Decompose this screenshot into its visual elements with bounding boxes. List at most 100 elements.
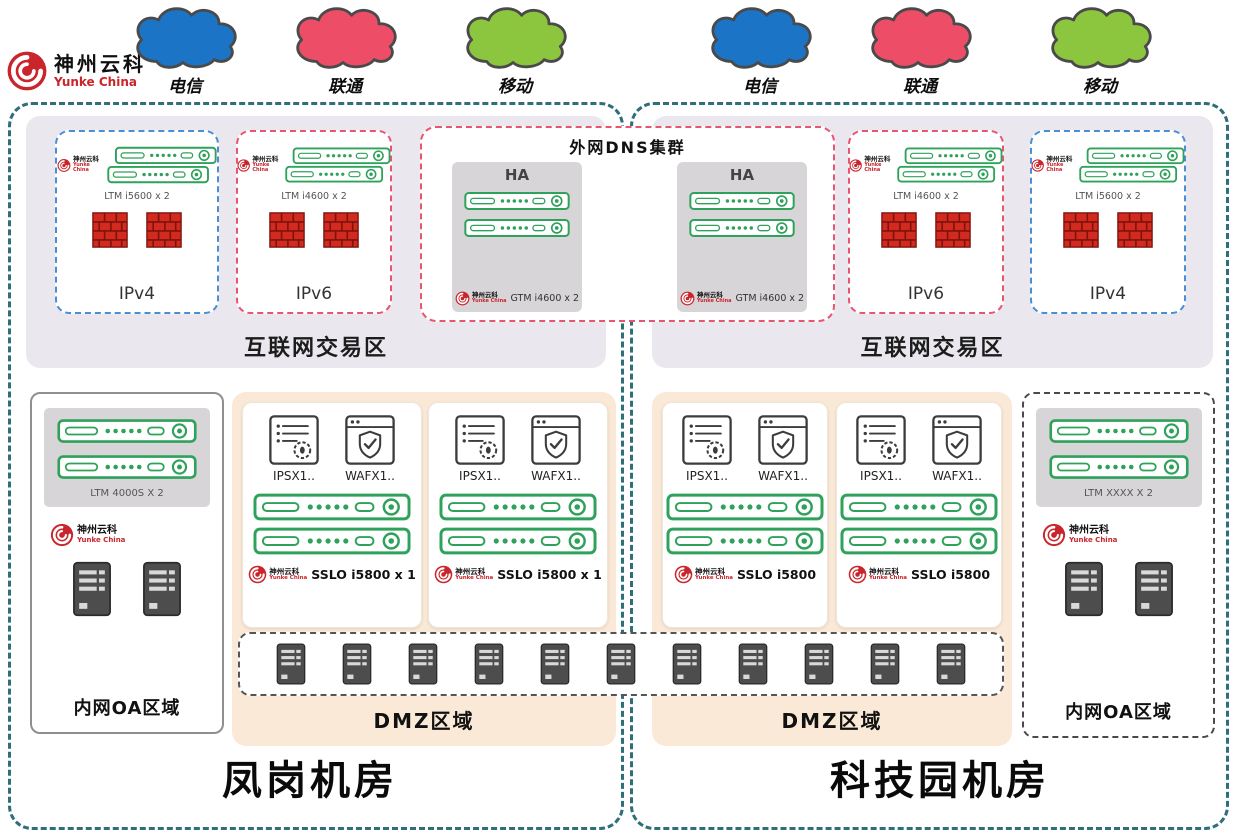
cloud-icon	[861, 4, 979, 70]
server-icon	[1064, 561, 1104, 617]
ips-icon	[682, 415, 732, 465]
server-icon	[870, 642, 900, 686]
device-caption: GTM i4600 x 2	[510, 293, 580, 304]
vendor-en: Yunke China	[252, 162, 270, 174]
vendor-cn: 神州云科	[455, 566, 486, 576]
sslo-caption: SSLO i5800 x 1	[497, 567, 602, 582]
carrier-label: 联通	[328, 77, 362, 97]
sslo-appliance-icon	[666, 527, 824, 555]
server-icon	[276, 642, 306, 686]
security-icons: IPSX1.. WAFX1..	[455, 415, 581, 483]
firewall-pair	[269, 212, 359, 248]
gtm-appliance-icon	[689, 191, 795, 211]
oa-zone-label: 内网OA区域	[73, 698, 181, 719]
datacenter-name-left: 凤岗机房	[222, 758, 398, 804]
waf-label: WAFX1..	[345, 469, 395, 483]
waf-group: WAFX1..	[758, 415, 808, 483]
brand-logo: 神州云科 Yunke China	[6, 50, 146, 92]
sslo-appliance-icon	[253, 493, 411, 521]
ipv4-label: IPv4	[118, 284, 156, 304]
server-icon	[672, 642, 702, 686]
vendor-en: Yunke China	[864, 162, 882, 174]
cloud-icon	[126, 4, 244, 70]
server-pair	[1064, 561, 1174, 617]
ips-label: IPSX1..	[273, 469, 315, 483]
gtm-appliance-icon	[464, 191, 570, 211]
oa-zone-label: 内网OA区域	[1065, 702, 1172, 723]
ha-label: HA	[504, 166, 530, 184]
ltm-appliance-icon	[1049, 418, 1189, 444]
carrier-mobile-right: 移动	[1035, 4, 1165, 97]
server-icon	[738, 642, 768, 686]
device-caption: LTM i4600 x 2	[893, 191, 959, 202]
firewall-icon	[1063, 212, 1099, 248]
vendor-en: Yunke China	[455, 574, 494, 581]
cloud-icon	[456, 4, 574, 70]
carrier-label: 电信	[168, 77, 202, 97]
vendor-swirl-icon	[849, 158, 862, 173]
vendor-swirl-icon	[680, 291, 695, 306]
ltm-appliance-icon	[57, 454, 197, 480]
waf-label: WAFX1..	[758, 469, 808, 483]
vendor-cn: 神州云科	[252, 155, 279, 164]
device-caption: LTM i5600 x 2	[104, 191, 170, 202]
ipv6-label: IPv6	[907, 284, 945, 304]
ips-group: IPSX1..	[455, 415, 505, 483]
sslo-caption: SSLO i5800	[737, 567, 817, 582]
internet-zone-label: 互联网交易区	[243, 336, 388, 361]
brand-text: 神州云科 Yunke China	[54, 52, 146, 90]
vendor-cn: 神州云科	[694, 566, 725, 576]
vendor-en: Yunke China	[269, 574, 308, 581]
vendor-cn: 神州云科	[864, 155, 891, 164]
waf-group: WAFX1..	[531, 415, 581, 483]
dmz-zone-label: DMZ区域	[781, 709, 883, 733]
device-caption: LTM i5600 x 2	[1075, 191, 1141, 202]
carrier-label: 移动	[1083, 77, 1117, 97]
server-icon	[474, 642, 504, 686]
ipv6-label: IPv6	[295, 284, 333, 304]
dmz-zone-label: DMZ区域	[373, 709, 475, 733]
vendor-cn: 神州云科	[868, 566, 899, 576]
ha-label: HA	[729, 166, 755, 184]
carrier-label: 电信	[743, 77, 777, 97]
vendor-swirl-icon	[1042, 523, 1066, 547]
vendor-cn: 神州云科	[1046, 155, 1073, 164]
waf-group: WAFX1..	[345, 415, 395, 483]
vendor-en: Yunke China	[868, 574, 907, 581]
vendor-swirl-icon	[50, 523, 74, 547]
device-caption: LTM i4600 x 2	[281, 191, 347, 202]
adc-appliance-stack-icon	[107, 142, 217, 188]
server-icon	[142, 561, 182, 617]
ltm-appliance-icon	[57, 418, 197, 444]
waf-group: WAFX1..	[932, 415, 982, 483]
firewall-icon	[935, 212, 971, 248]
server-icon	[804, 642, 834, 686]
cloud-icon	[701, 4, 819, 70]
sslo-appliance-icon	[439, 493, 597, 521]
firewall-pair	[1063, 212, 1153, 248]
vendor-cn: 神州云科	[72, 155, 99, 164]
vendor-cn: 神州云科	[269, 566, 300, 576]
sslo-appliance-icon	[439, 527, 597, 555]
ips-group: IPSX1..	[856, 415, 906, 483]
vendor-en: Yunke China	[471, 298, 507, 305]
carrier-label: 移动	[498, 77, 532, 97]
